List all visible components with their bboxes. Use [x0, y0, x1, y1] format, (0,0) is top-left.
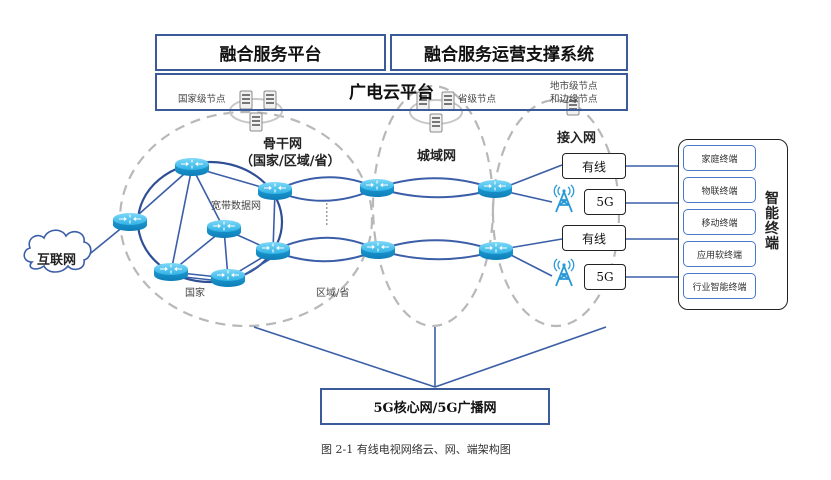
router-icon: [210, 268, 246, 288]
core-network-box: 5G核心网/5G广播网: [320, 388, 550, 425]
server-icon: [249, 112, 263, 132]
cloud-platform: 广电云平台: [155, 73, 628, 111]
access-wired-2: 有线: [562, 225, 626, 251]
router-icon: [174, 157, 210, 177]
access-5g-1: 5G: [584, 189, 626, 215]
broadband-network-label: 宽带数据网: [211, 201, 261, 212]
terminal-mobile: 移动终端: [683, 209, 756, 235]
fusion-service-platform: 融合服务平台: [155, 34, 386, 71]
internet-label: 互联网: [37, 253, 77, 268]
router-icon: [206, 219, 242, 239]
cloud-platform-title: 广电云平台: [349, 83, 434, 103]
router-icon: [359, 178, 395, 198]
terminal-home: 家庭终端: [683, 145, 756, 171]
metro-network-label: 城域网: [417, 149, 457, 164]
router-icon: [478, 241, 514, 261]
router-icon: [153, 262, 189, 282]
cell-tower-icon: [553, 184, 575, 213]
national-node-label: 国家级节点: [178, 94, 226, 105]
provincial-node-label: 省级节点: [458, 94, 497, 105]
router-icon: [112, 212, 148, 232]
server-icon: [429, 113, 443, 133]
ellipsis-mark: ……: [323, 202, 337, 226]
terminal-group-label: 智能终端: [765, 191, 779, 252]
terminal-app-soft: 应用软终端: [683, 241, 756, 267]
access-wired-1: 有线: [562, 153, 626, 179]
terminal-industry: 行业智能终端: [683, 273, 756, 299]
access-network-label: 接入网: [557, 131, 597, 146]
router-icon: [255, 241, 291, 261]
national-label: 国家: [185, 288, 205, 299]
internet-cloud-icon: [23, 229, 92, 273]
router-icon: [477, 179, 513, 199]
backbone-subtitle: （国家/区域/省）: [240, 154, 341, 169]
backbone-title: 骨干网: [263, 137, 303, 152]
city-edge-node-label-1: 地市级节点: [550, 81, 598, 92]
router-icon: [257, 181, 293, 201]
figure-caption: 图 2-1 有线电视网络云、网、端架构图: [321, 443, 511, 456]
region-province-label: 区域/省: [316, 288, 350, 299]
router-icon: [360, 240, 396, 260]
access-5g-2: 5G: [584, 264, 626, 290]
metro-region: [371, 84, 495, 328]
fusion-ops-support-system: 融合服务运营支撑系统: [390, 34, 628, 71]
cell-tower-icon: [553, 258, 575, 287]
terminal-iot: 物联终端: [683, 177, 756, 203]
city-edge-node-label-2: 和边缘节点: [550, 94, 598, 105]
